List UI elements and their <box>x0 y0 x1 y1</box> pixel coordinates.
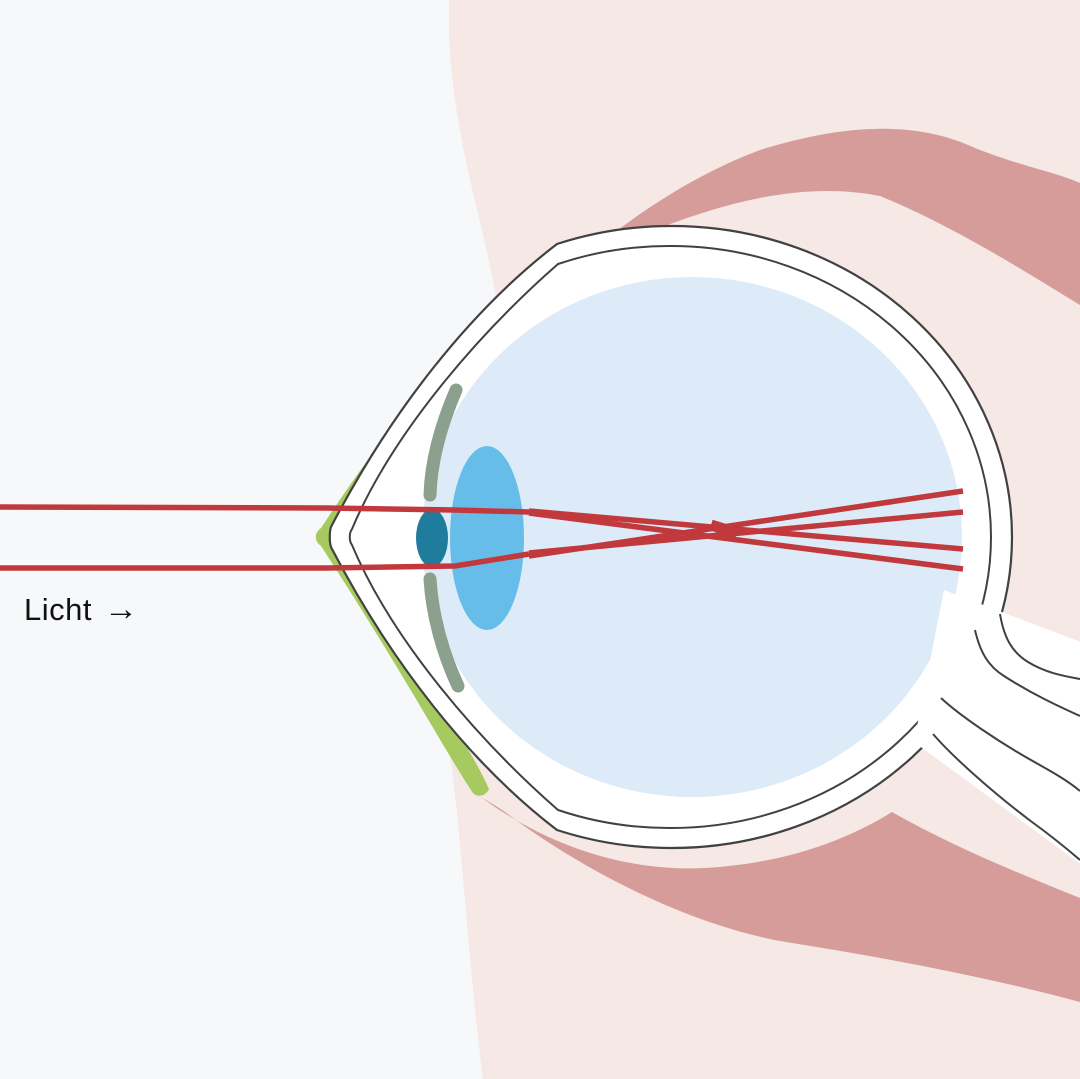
pupil <box>416 509 448 567</box>
light-ray-top-incoming <box>0 504 530 515</box>
light-rays <box>0 488 964 572</box>
light-label-group: Licht → <box>24 592 138 628</box>
focal-crossing-blob <box>709 519 739 539</box>
optic-nerve-line-lower-inner <box>940 697 1080 792</box>
light-label: Licht <box>24 592 92 627</box>
iris-lower <box>423 572 465 693</box>
optic-nerve-line-upper-inner <box>974 629 1080 717</box>
optic-nerve-line-lower-outer <box>932 733 1080 861</box>
lens <box>450 446 524 630</box>
refracted-ray-4 <box>528 509 964 556</box>
iris-upper <box>423 383 463 502</box>
light-ray-bottom-incoming <box>0 551 530 571</box>
refracted-ray-2 <box>528 510 964 572</box>
light-direction-arrow-icon: → <box>103 590 139 628</box>
optic-nerve-line-upper-outer <box>999 613 1080 680</box>
optic-nerve <box>914 590 1080 864</box>
optic-nerve-outlines <box>932 613 1080 861</box>
eye-muscle-bottom <box>478 795 1080 1002</box>
eye-muscle-top <box>452 128 1080 382</box>
